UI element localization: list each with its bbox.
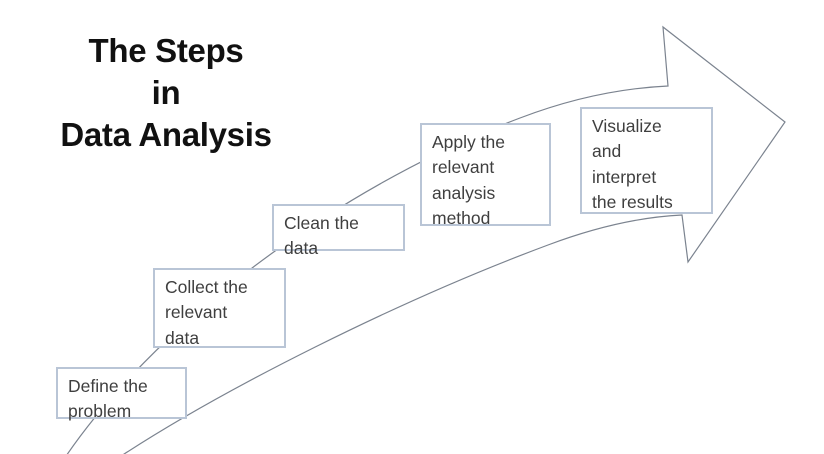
page-title: The Steps in Data Analysis <box>60 32 272 154</box>
step-box-apply-the-relevant-analysis-method[interactable]: Apply the relevant analysis method <box>420 123 551 228</box>
step-box-visualize-and-interpret-the-results[interactable]: Visualize and interpret the results <box>580 107 713 214</box>
step-box-define-the-problem[interactable]: Define the problem <box>56 367 187 421</box>
step-box-collect-the-relevant-data[interactable]: Collect the relevant data <box>153 268 286 348</box>
step-box-clean-the-data[interactable]: Clean the data <box>272 204 405 258</box>
